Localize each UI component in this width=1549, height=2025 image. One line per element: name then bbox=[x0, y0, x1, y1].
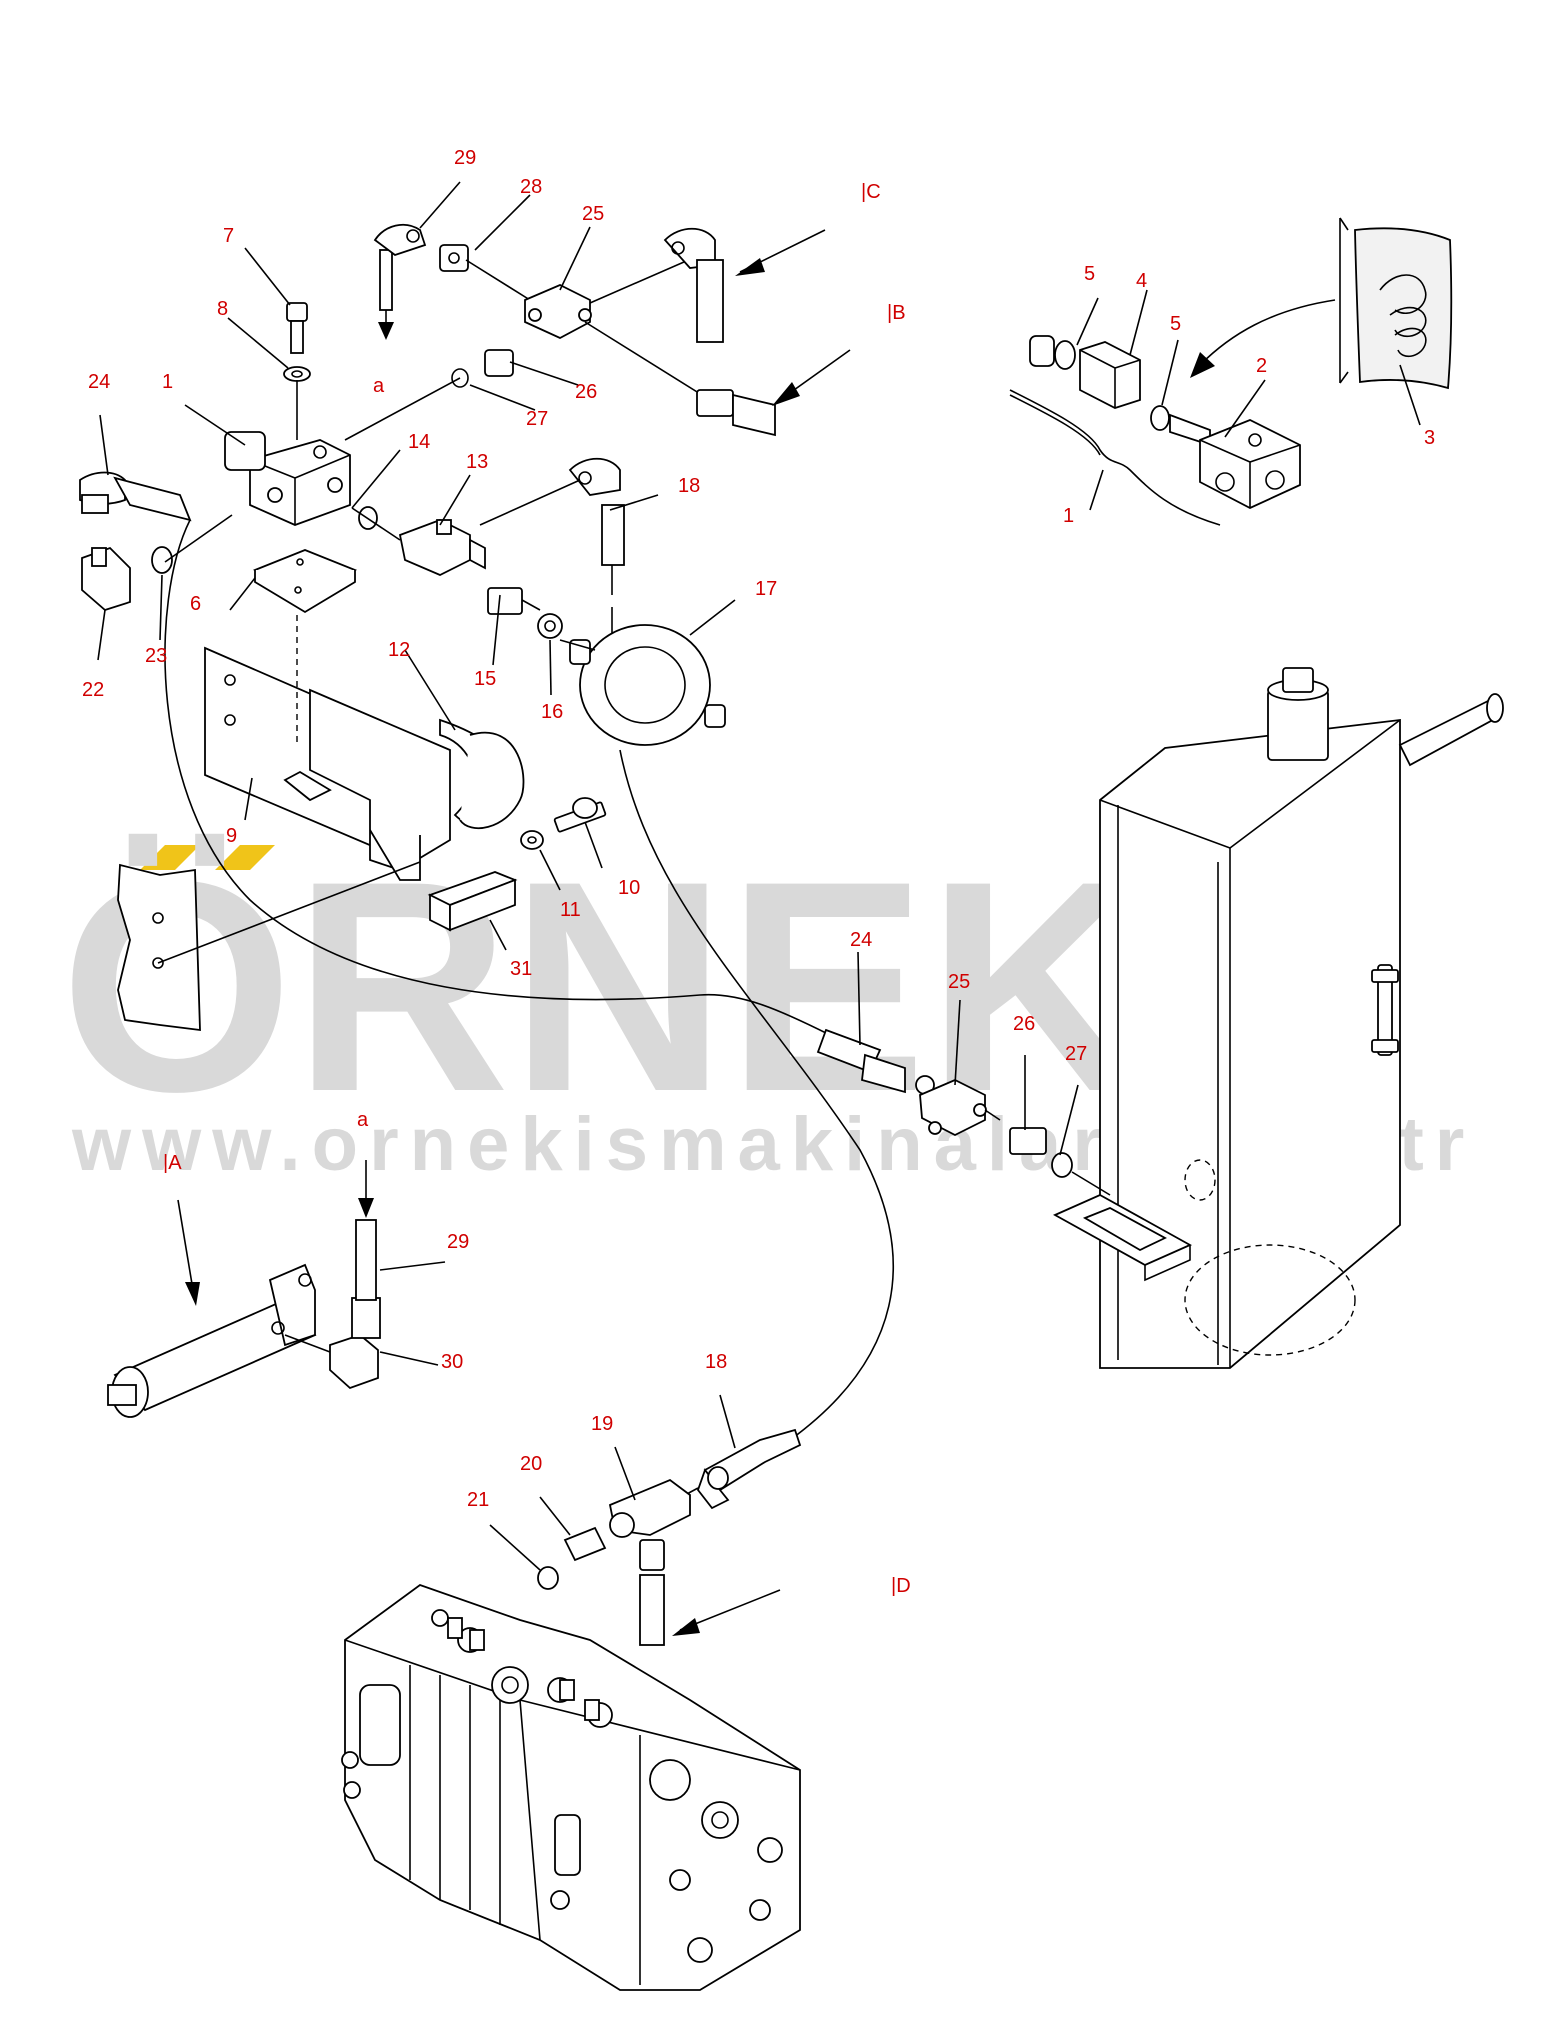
callout-12: 12 bbox=[388, 639, 410, 661]
valve-block-assembly bbox=[117, 302, 607, 1032]
ref-label-b: |B bbox=[887, 302, 906, 324]
callout-18-bottom: 18 bbox=[705, 1351, 727, 1373]
callout-29-bottom: 29 bbox=[447, 1231, 469, 1253]
callout-14: 14 bbox=[408, 431, 430, 453]
callout-2: 2 bbox=[1256, 355, 1267, 377]
callout-25-top: 25 bbox=[582, 203, 604, 225]
ref-label-a: |A bbox=[163, 1152, 182, 1174]
upper-pilot-tree bbox=[344, 223, 851, 441]
callout-26-mid: 26 bbox=[1013, 1013, 1035, 1035]
tank-return-line bbox=[816, 1028, 1111, 1196]
arrow-seal-kit bbox=[1190, 352, 1215, 378]
callout-27-mid: 27 bbox=[1065, 1043, 1087, 1065]
callout-22: 22 bbox=[82, 679, 104, 701]
hydraulic-tank bbox=[1052, 667, 1504, 1369]
callout-1-main: 1 bbox=[162, 371, 173, 393]
callout-17: 17 bbox=[755, 578, 777, 600]
watermark-accent-mark bbox=[140, 845, 200, 870]
ref-label-c: |C bbox=[861, 181, 881, 203]
detail-inset bbox=[1009, 217, 1453, 526]
arrow-c bbox=[735, 258, 765, 276]
callout-29-top: 29 bbox=[454, 147, 476, 169]
watermark: ÖRNEK www.ornekismakinalari.com.tr bbox=[60, 818, 1464, 1187]
pilot-cylinder bbox=[107, 1160, 381, 1418]
arrow-a-up bbox=[378, 322, 394, 340]
callout-31: 31 bbox=[510, 958, 532, 980]
left-elbow-fittings bbox=[79, 414, 233, 612]
callout-9: 9 bbox=[226, 825, 237, 847]
callout-16: 16 bbox=[541, 701, 563, 723]
callouts: 29 28 25 26 27 7 8 24 1 14 13 18 17 6 23… bbox=[82, 147, 1435, 1511]
callout-30: 30 bbox=[441, 1351, 463, 1373]
leader-lines bbox=[97, 181, 1421, 1571]
arrow-a-down bbox=[358, 1198, 374, 1218]
callout-27-top: 27 bbox=[526, 408, 548, 430]
callout-4: 4 bbox=[1136, 270, 1147, 292]
arrow-a bbox=[185, 1282, 200, 1306]
callout-23: 23 bbox=[145, 645, 167, 667]
callout-18-top: 18 bbox=[678, 475, 700, 497]
callout-24-mid: 24 bbox=[850, 929, 872, 951]
callout-3: 3 bbox=[1424, 427, 1435, 449]
accumulator-line bbox=[351, 457, 726, 746]
callout-25-mid: 25 bbox=[948, 971, 970, 993]
watermark-accent-mark-2 bbox=[215, 845, 275, 870]
callout-8: 8 bbox=[217, 298, 228, 320]
callout-15: 15 bbox=[474, 668, 496, 690]
callout-6: 6 bbox=[190, 593, 201, 615]
lower-fittings bbox=[537, 1428, 802, 1646]
callout-1-detail: 1 bbox=[1063, 505, 1074, 527]
callout-5-right: 5 bbox=[1170, 313, 1181, 335]
reference-labels: |C |B |A |D a a bbox=[163, 181, 911, 1597]
callout-21: 21 bbox=[467, 1489, 489, 1511]
callout-7: 7 bbox=[223, 225, 234, 247]
callout-28: 28 bbox=[520, 176, 542, 198]
callout-13: 13 bbox=[466, 451, 488, 473]
arrow-b bbox=[772, 382, 800, 406]
callout-20: 20 bbox=[520, 1453, 542, 1475]
callout-24-top: 24 bbox=[88, 371, 110, 393]
callout-19: 19 bbox=[591, 1413, 613, 1435]
callout-11: 11 bbox=[560, 899, 581, 921]
ref-label-a-top: a bbox=[373, 375, 385, 397]
callout-26-top: 26 bbox=[575, 381, 597, 403]
control-valve-bank bbox=[341, 1583, 801, 1991]
ref-label-a-bottom: a bbox=[357, 1109, 369, 1131]
callout-10: 10 bbox=[618, 877, 640, 899]
arrow-d bbox=[672, 1618, 700, 1636]
ref-label-d: |D bbox=[891, 1575, 911, 1597]
callout-5-left: 5 bbox=[1084, 263, 1095, 285]
